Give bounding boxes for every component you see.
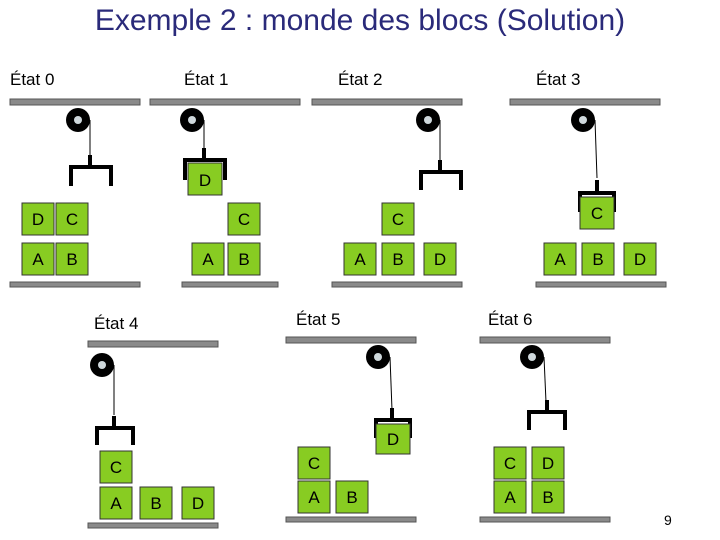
table-bar: [480, 517, 610, 522]
ceiling-bar: [480, 337, 610, 343]
crane-hook-icon: [71, 167, 111, 186]
svg-text:D: D: [199, 171, 211, 190]
svg-text:B: B: [592, 250, 603, 269]
svg-text:D: D: [634, 250, 646, 269]
svg-text:A: A: [308, 488, 320, 507]
svg-text:C: C: [110, 458, 122, 477]
table-bar: [182, 282, 278, 287]
ceiling-bar: [510, 99, 660, 105]
svg-text:C: C: [66, 210, 78, 229]
block-c: C: [228, 203, 260, 235]
table-bar: [10, 282, 140, 287]
block-c: C: [580, 197, 614, 229]
svg-text:B: B: [66, 250, 77, 269]
crane-hook-icon: [97, 428, 133, 445]
table-bar: [286, 517, 416, 522]
svg-text:C: C: [238, 210, 250, 229]
block-c: C: [100, 451, 132, 483]
pulley-icon: [366, 345, 390, 369]
block-d: D: [22, 203, 54, 235]
block-a: A: [192, 243, 224, 275]
svg-text:C: C: [392, 210, 404, 229]
svg-text:A: A: [110, 494, 122, 513]
block-c: C: [56, 203, 88, 235]
block-d: D: [188, 163, 222, 195]
table-bar: [332, 282, 462, 287]
svg-text:A: A: [554, 250, 566, 269]
svg-text:D: D: [542, 454, 554, 473]
block-b: B: [336, 481, 368, 513]
pulley-icon: [66, 108, 90, 132]
svg-text:D: D: [387, 430, 399, 449]
block-a: A: [544, 243, 576, 275]
block-d: D: [532, 447, 564, 479]
block-d: D: [376, 424, 410, 454]
svg-text:D: D: [32, 210, 44, 229]
state-6: C D A B: [480, 337, 610, 522]
block-b: B: [582, 243, 614, 275]
svg-text:C: C: [504, 454, 516, 473]
svg-text:D: D: [192, 494, 204, 513]
pulley-icon: [416, 108, 440, 132]
state-2: C A B D: [312, 99, 462, 287]
table-bar: [536, 282, 666, 287]
block-d: D: [424, 243, 456, 275]
table-bar: [88, 523, 218, 528]
svg-text:A: A: [202, 250, 214, 269]
state-5: D C A B: [286, 337, 416, 522]
svg-text:B: B: [150, 494, 161, 513]
block-a: A: [344, 243, 376, 275]
ceiling-bar: [10, 99, 140, 105]
block-c: C: [298, 447, 330, 479]
ceiling-bar: [286, 337, 416, 343]
crane-hook-icon: [529, 412, 565, 430]
state-3: C A B D: [510, 99, 666, 287]
block-c: C: [382, 203, 414, 235]
pulley-icon: [571, 108, 595, 132]
block-a: A: [298, 481, 330, 513]
block-b: B: [382, 243, 414, 275]
svg-text:C: C: [308, 454, 320, 473]
ceiling-bar: [150, 99, 300, 105]
block-d: D: [624, 243, 656, 275]
block-a: A: [22, 243, 54, 275]
block-d: D: [182, 487, 214, 519]
state-0: D C A B: [10, 99, 140, 287]
state-1: D C A B: [150, 99, 300, 287]
block-a: A: [100, 487, 132, 519]
block-a: A: [494, 481, 526, 513]
block-b: B: [56, 243, 88, 275]
svg-text:A: A: [504, 488, 516, 507]
pulley-icon: [520, 345, 544, 369]
ceiling-bar: [312, 99, 462, 105]
ceiling-bar: [88, 341, 218, 347]
svg-text:B: B: [392, 250, 403, 269]
svg-text:B: B: [346, 488, 357, 507]
block-b: B: [532, 481, 564, 513]
crane-hook-icon: [421, 172, 461, 190]
svg-text:A: A: [354, 250, 366, 269]
state-4: C A B D: [88, 341, 218, 528]
svg-text:B: B: [238, 250, 249, 269]
block-b: B: [228, 243, 260, 275]
svg-text:D: D: [434, 250, 446, 269]
block-c: C: [494, 447, 526, 479]
svg-text:A: A: [32, 250, 44, 269]
svg-text:C: C: [591, 204, 603, 223]
pulley-icon: [180, 108, 204, 132]
block-b: B: [140, 487, 172, 519]
svg-text:B: B: [542, 488, 553, 507]
pulley-icon: [90, 353, 114, 377]
